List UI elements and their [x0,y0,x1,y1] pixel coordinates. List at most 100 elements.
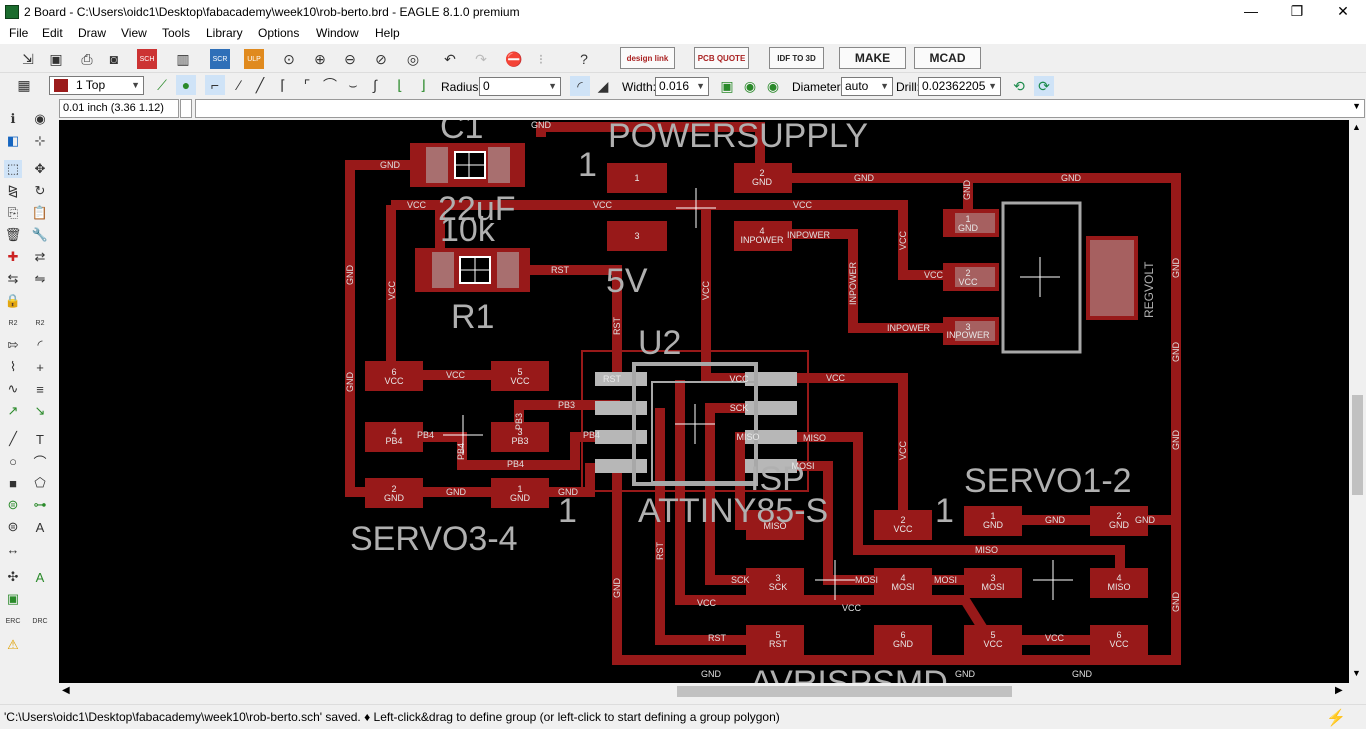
via-square-icon[interactable]: ▣ [720,77,734,94]
zoom-in-icon[interactable]: ⊕ [314,50,326,67]
optimize-icon[interactable]: + [36,359,44,375]
make-button[interactable]: MAKE [839,47,906,69]
wire-ratsnest-icon[interactable]: ● [176,75,196,95]
attribute-icon[interactable]: A [35,519,45,535]
redo-icon[interactable]: ↷ [475,50,487,67]
design-link-button[interactable]: design link [620,47,675,69]
group-icon[interactable]: ⬚ [4,160,22,178]
mcad-button[interactable]: MCAD [914,47,981,69]
bend-free-icon[interactable]: ⌊ [397,76,403,93]
command-menu-button[interactable] [180,99,192,118]
menu-tools[interactable]: Tools [162,26,191,40]
bend-arc2-icon[interactable]: ⌣ [348,76,358,93]
hole-icon[interactable]: ⊜ [7,519,19,534]
meander-icon[interactable]: ∿ [7,381,19,396]
zoom-last-icon[interactable]: ◎ [406,50,420,67]
close-button[interactable]: ✕ [1337,3,1349,19]
print-icon[interactable]: ⎙ [81,50,93,67]
open-icon[interactable]: ⇲ [22,50,34,67]
diameter-select[interactable]: auto ▼ [841,77,893,96]
text-icon[interactable]: T [36,431,44,447]
zoom-fit-icon[interactable]: ⊙ [283,50,295,67]
round-cap-icon[interactable]: ◜ [570,76,590,96]
vertical-scroll-thumb[interactable] [1352,395,1363,495]
arc-icon[interactable]: ⌒ [33,454,47,470]
copy-icon[interactable]: ⎘ [7,205,19,220]
drill-select[interactable]: 0.02362205 ▼ [918,77,1001,96]
paste-icon[interactable]: 📋 [31,205,49,220]
ratsnest-icon[interactable]: ✣ [7,569,19,584]
value-icon[interactable]: R2 [35,319,45,327]
swap-icon[interactable]: ⇆ [7,271,19,286]
add-icon[interactable]: ✚ [7,249,19,264]
via-icon[interactable]: ⊜ [7,497,19,512]
via-round-icon[interactable]: ◉ [743,77,757,94]
circle-icon[interactable]: ○ [9,453,17,469]
drc-icon[interactable]: DRC [32,617,48,625]
zoom-out-icon[interactable]: ⊖ [344,50,356,67]
info-icon[interactable]: ℹ [10,111,16,126]
display-layers-icon[interactable]: ◧ [6,133,20,148]
auto-via-icon[interactable]: ⟳ [1034,76,1054,96]
grid-icon[interactable]: ▦ [17,76,31,93]
autorouter-icon[interactable]: A [35,569,45,585]
menu-file[interactable]: File [9,26,29,40]
delete-icon[interactable]: 🗑 [4,227,22,242]
refresh-icon[interactable]: ⟲ [1013,77,1025,94]
bend-arc-icon[interactable]: ⌒ [323,77,337,93]
name-icon[interactable]: R2 [8,319,18,327]
horizontal-scrollbar[interactable]: ◀ ▶ [59,683,1349,700]
mirror-icon[interactable]: ⧎ [7,183,19,198]
horizontal-scroll-thumb[interactable] [677,686,1012,697]
move-icon[interactable]: ✥ [34,161,46,176]
restore-button[interactable]: ❐ [1290,3,1304,19]
polygon-icon[interactable]: ⬠ [34,475,46,490]
ulp-icon[interactable]: ULP [244,49,264,69]
schematic-icon[interactable]: SCH [137,49,157,69]
undo-icon[interactable]: ↶ [444,50,456,67]
gate-swap-icon[interactable]: ⇋ [34,271,46,286]
layer-change-icon[interactable]: ⟋ [157,76,167,93]
board-canvas[interactable]: C1 POWERSUPPLY 1 22uF 10k R1 5V U2 ISP A… [59,120,1349,683]
bend-90-icon[interactable]: ⌐ [205,75,225,95]
command-line-input[interactable]: ▼ [195,99,1365,118]
wrench-icon[interactable]: 🔧 [31,227,49,242]
wire-icon[interactable]: ╱ [9,431,17,446]
board-icon[interactable]: ▣ [6,591,20,606]
lightning-icon[interactable]: ⚡ [1326,710,1346,727]
ripup-icon[interactable]: ↘ [34,403,46,418]
lock-icon[interactable]: 🔒 [4,293,22,308]
flat-cap-icon[interactable]: ◢ [597,77,609,94]
menu-draw[interactable]: Draw [78,26,107,40]
smash-icon[interactable]: ⇰ [7,337,19,352]
stop-icon[interactable]: ⛔ [505,50,523,67]
replace-icon[interactable]: ⇄ [34,249,46,264]
bend-straight-icon[interactable]: ╱ [255,76,265,93]
save-icon[interactable]: ▣ [49,50,63,67]
rotate-icon[interactable]: ↻ [34,183,46,198]
menu-library[interactable]: Library [206,26,243,40]
route-multi-icon[interactable]: ≡ [36,381,44,397]
route-icon[interactable]: ↗ [7,403,19,418]
library-icon[interactable]: ▥ [176,50,190,67]
scroll-down-icon[interactable]: ▼ [1352,668,1361,678]
bend-45-icon[interactable]: ∕ [237,77,241,93]
split-icon[interactable]: ⌇ [9,359,17,374]
width-select[interactable]: 0.016 ▼ [655,77,709,96]
scroll-right-icon[interactable]: ▶ [1335,685,1343,696]
zoom-select-icon[interactable]: ⊘ [375,50,387,67]
minimize-button[interactable]: — [1244,3,1258,19]
dimension-icon[interactable]: ↔ [6,541,20,557]
go-icon[interactable]: ⁝ [538,50,544,67]
via-octagon-icon[interactable]: ◉ [766,77,780,94]
scroll-left-icon[interactable]: ◀ [62,685,70,696]
show-eye-icon[interactable]: ◉ [34,111,46,126]
radius-select[interactable]: 0 ▼ [479,77,561,96]
scroll-up-icon[interactable]: ▲ [1352,122,1361,132]
menu-help[interactable]: Help [375,26,400,40]
bend-45b-icon[interactable]: ⌈ [280,76,286,93]
miter-icon[interactable]: ◜ [37,337,43,352]
pcb-layout[interactable]: C1 POWERSUPPLY 1 22uF 10k R1 5V U2 ISP A… [59,120,1349,683]
menu-options[interactable]: Options [258,26,300,40]
script-icon[interactable]: SCR [210,49,230,69]
